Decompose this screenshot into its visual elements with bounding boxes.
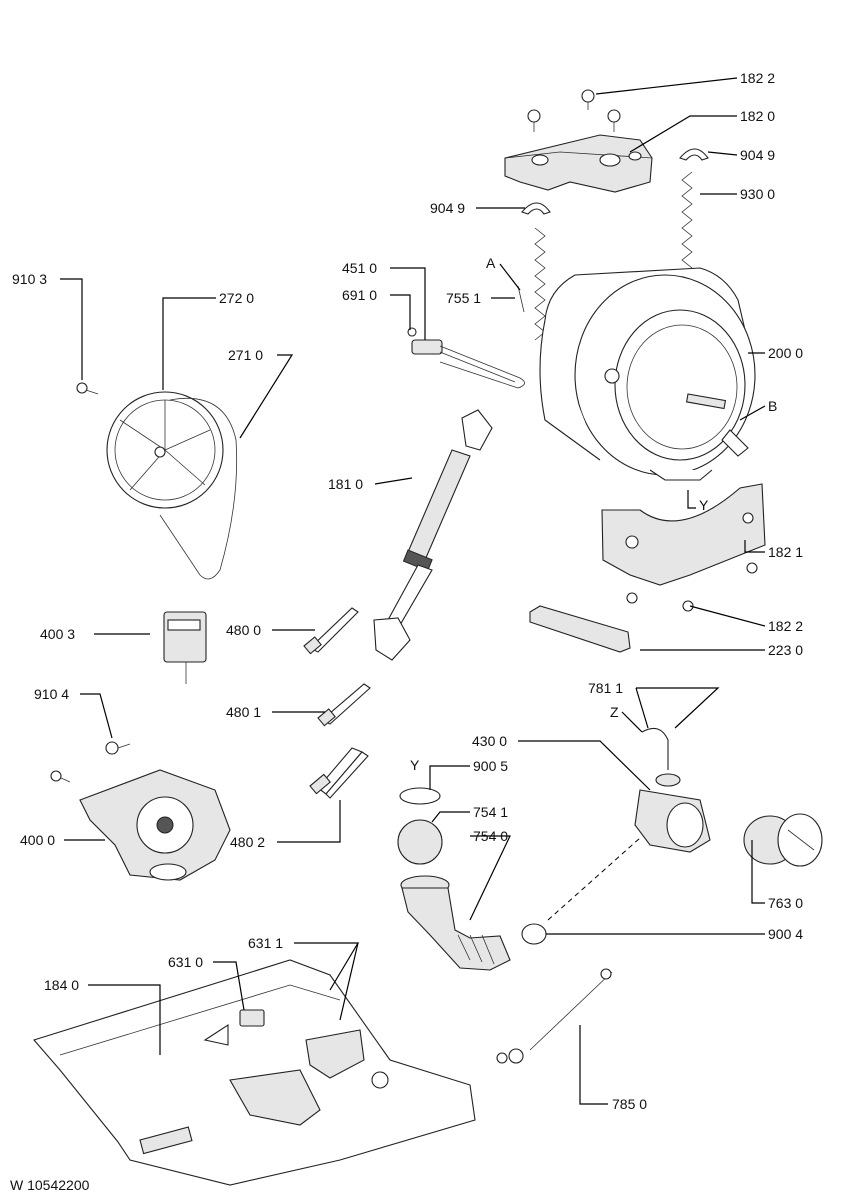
label-480-2: 480 2 bbox=[230, 834, 265, 850]
label-900-5: 900 5 bbox=[473, 758, 508, 774]
label-910-4: 910 4 bbox=[34, 686, 69, 702]
label-400-3: 400 3 bbox=[40, 626, 75, 642]
leader-lines bbox=[60, 77, 766, 1105]
label-182-2-top: 182 2 bbox=[740, 70, 775, 86]
label-930-0: 930 0 bbox=[740, 186, 775, 202]
suppressor-400-3 bbox=[163, 611, 207, 684]
label-200-0: 200 0 bbox=[768, 345, 803, 361]
motor-400-0 bbox=[50, 769, 231, 881]
drive-belt bbox=[159, 398, 238, 580]
suspension-springs bbox=[534, 171, 693, 341]
tub-assembly bbox=[539, 267, 756, 481]
label-430-0: 430 0 bbox=[472, 733, 507, 749]
front-counterweight bbox=[601, 483, 766, 586]
label-400-0: 400 0 bbox=[20, 832, 55, 848]
label-904-9-right: 904 9 bbox=[740, 147, 775, 163]
label-631-1: 631 1 bbox=[248, 935, 283, 951]
drum-pulley bbox=[106, 391, 224, 509]
label-754-1: 754 1 bbox=[473, 804, 508, 820]
label-900-4: 900 4 bbox=[768, 926, 803, 942]
top-counterweight bbox=[504, 134, 653, 193]
drain-pump bbox=[634, 773, 711, 853]
clamp-900-4 bbox=[521, 923, 547, 945]
ball-754-1 bbox=[397, 819, 443, 865]
label-A: A bbox=[486, 255, 496, 271]
label-904-9-left: 904 9 bbox=[430, 200, 465, 216]
label-781-1: 781 1 bbox=[588, 680, 623, 696]
nut-691-0 bbox=[407, 327, 417, 337]
assembly-dash-line bbox=[547, 837, 641, 921]
hose-781-1 bbox=[641, 727, 669, 770]
label-480-1: 480 1 bbox=[226, 704, 261, 720]
pin-755-1 bbox=[517, 285, 525, 313]
sump-hose bbox=[400, 875, 511, 971]
clamp-900-5 bbox=[399, 787, 441, 805]
label-Y-tub: Y bbox=[699, 497, 709, 513]
label-Z: Z bbox=[610, 704, 619, 720]
screw-182-2-lower bbox=[626, 562, 758, 612]
label-754-0: 754 0 bbox=[473, 828, 508, 844]
label-691-0: 691 0 bbox=[342, 287, 377, 303]
label-451-0: 451 0 bbox=[342, 260, 377, 276]
pump-filter bbox=[743, 813, 823, 867]
shock-absorber bbox=[373, 409, 493, 661]
label-182-1: 182 1 bbox=[768, 544, 803, 560]
bolt-480-2 bbox=[309, 747, 369, 799]
screw-182-2-top bbox=[527, 89, 621, 132]
label-182-2-lower: 182 2 bbox=[768, 618, 803, 634]
label-785-0: 785 0 bbox=[612, 1096, 647, 1112]
label-B: B bbox=[768, 398, 777, 414]
label-223-0: 223 0 bbox=[768, 642, 803, 658]
label-Y-clamp: Y bbox=[410, 757, 420, 773]
label-763-0: 763 0 bbox=[768, 895, 803, 911]
bolt-480-0 bbox=[303, 607, 359, 655]
clip-904-9-right bbox=[679, 148, 709, 161]
document-code: W 10542200 bbox=[10, 1177, 90, 1193]
label-755-1: 755 1 bbox=[446, 290, 481, 306]
heater-element bbox=[411, 339, 525, 389]
clip-904-9-left bbox=[521, 202, 551, 215]
label-631-0: 631 0 bbox=[168, 954, 203, 970]
screw-910-4 bbox=[105, 741, 131, 755]
label-184-0: 184 0 bbox=[44, 977, 79, 993]
label-182-0: 182 0 bbox=[740, 108, 775, 124]
label-271-0: 271 0 bbox=[228, 347, 263, 363]
bolt-480-1 bbox=[317, 683, 371, 727]
label-272-0: 272 0 bbox=[219, 290, 254, 306]
label-910-3: 910 3 bbox=[12, 271, 47, 287]
label-181-0: 181 0 bbox=[328, 476, 363, 492]
inlet-hose bbox=[496, 968, 613, 1064]
base-tray bbox=[33, 959, 476, 1186]
screw-910-3 bbox=[76, 382, 99, 395]
label-480-0: 480 0 bbox=[226, 622, 261, 638]
weight-bar-223-0 bbox=[529, 605, 631, 653]
